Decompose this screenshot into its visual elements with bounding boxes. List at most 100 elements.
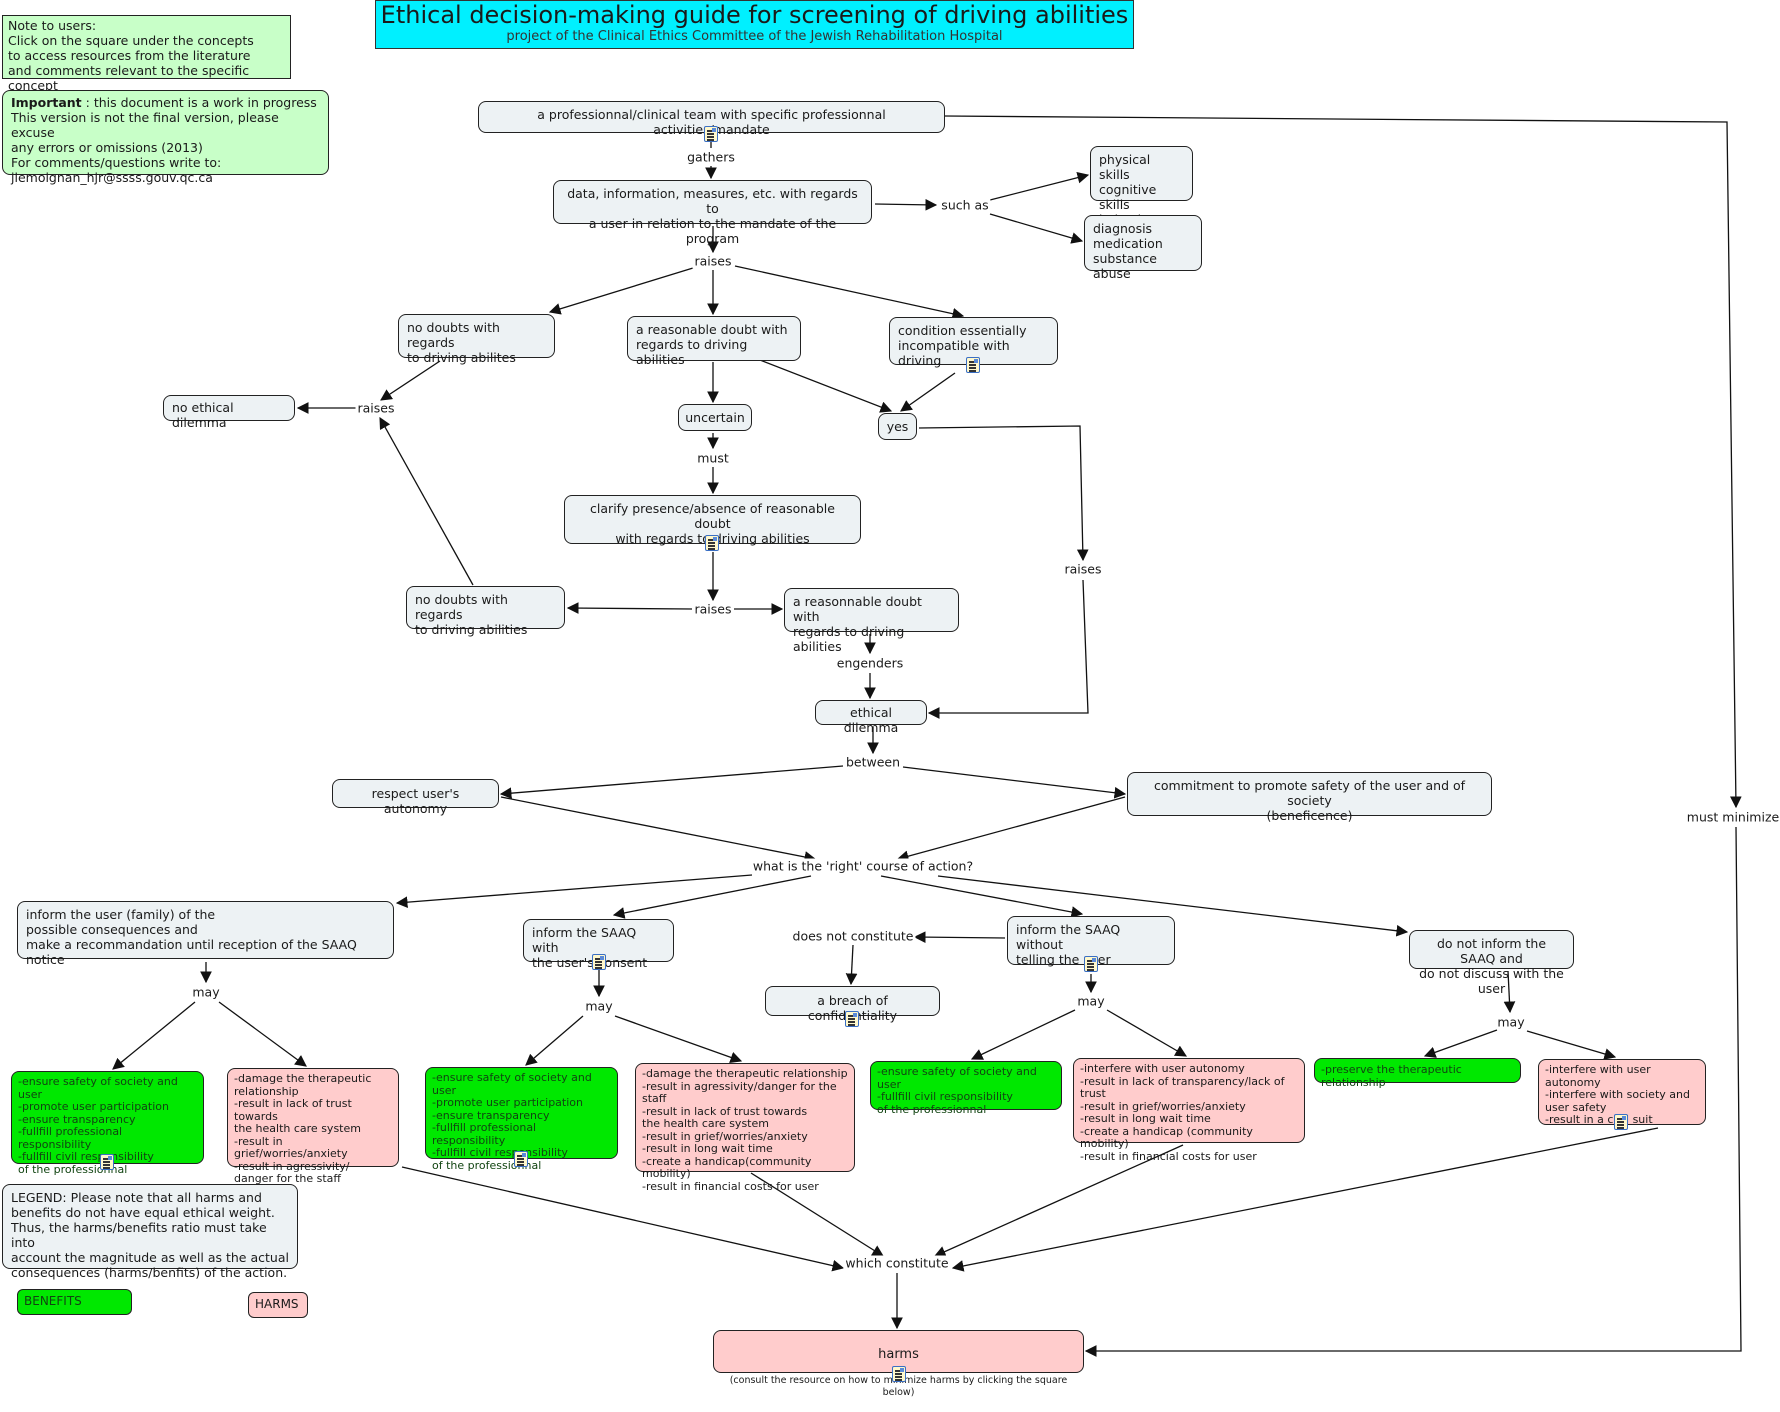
node-reasonable-doubt: a reasonable doubt with regards to drivi… — [627, 316, 801, 367]
harms-final-title: harms — [878, 1346, 919, 1362]
connector-line — [896, 796, 1126, 862]
connector-line — [734, 265, 965, 320]
connector-line — [1106, 1009, 1188, 1057]
connector-line — [880, 875, 1084, 918]
benefits-inform-consent: -ensure safety of society and user -prom… — [425, 1067, 618, 1171]
connector-line — [1084, 826, 1742, 1357]
connector-line — [989, 171, 1090, 201]
connector-line — [218, 1001, 307, 1067]
link-label-raises-4: raises — [1062, 561, 1104, 577]
link-label-such-as: such as — [939, 197, 991, 213]
link-label-engenders: engenders — [834, 655, 906, 671]
resource-icon-harms-final[interactable] — [892, 1366, 906, 1382]
connector-line — [918, 425, 1089, 562]
connector-line — [900, 372, 956, 412]
connector-line — [1423, 1029, 1498, 1058]
connector-line — [933, 1144, 1184, 1258]
page-subtitle: project of the Clinical Ethics Committee… — [506, 29, 1003, 44]
legend-note: LEGEND: Please note that all harms and b… — [2, 1184, 298, 1280]
harms-inform-family: -damage the therapeutic relationship -re… — [227, 1068, 399, 1185]
link-label-raises-3: raises — [692, 601, 734, 617]
link-label-may-3: may — [1075, 993, 1107, 1009]
connector-line — [937, 875, 1409, 937]
node-breach-confidentiality: a breach of confidentiality — [765, 986, 940, 1023]
link-label-gathers: gathers — [685, 149, 737, 165]
connector-line — [759, 359, 893, 413]
page-title-banner: Ethical decision-making guide for screen… — [375, 0, 1134, 49]
link-label-must: must — [695, 450, 731, 466]
page-title: Ethical decision-making guide for screen… — [380, 1, 1129, 29]
connector-line — [566, 602, 693, 614]
link-label-right-course: what is the 'right' course of action? — [750, 858, 976, 874]
connector-line — [989, 213, 1084, 244]
resource-icon-harms-donot[interactable] — [1614, 1114, 1628, 1130]
connector-line — [1503, 970, 1516, 1014]
connector-line — [1526, 1030, 1617, 1060]
connector-line — [750, 1172, 884, 1257]
connector-line — [401, 1166, 845, 1272]
resource-icon-breach[interactable] — [845, 1011, 859, 1027]
legend-harms: HARMS — [248, 1292, 308, 1318]
node-diagnosis: diagnosis medication substance abuse — [1084, 215, 1202, 281]
connector-line — [927, 579, 1089, 719]
node-commitment-beneficence: commitment to promote safety of the user… — [1127, 772, 1492, 823]
connector-line — [913, 931, 1006, 943]
node-no-ethical-dilemma: no ethical dilemma — [163, 395, 295, 430]
node-ethical-dilemma: ethical dilemma — [815, 700, 927, 735]
connector-line — [499, 765, 844, 799]
node-harms-final: harms (consult the resource on how to mi… — [713, 1330, 1084, 1398]
resource-icon-benefits-consent[interactable] — [514, 1151, 528, 1167]
resource-icon-clarify[interactable] — [705, 535, 719, 551]
important-label: Important — [11, 95, 82, 110]
resource-icon-condition[interactable] — [966, 357, 980, 373]
node-do-not-inform: do not inform the SAAQ and do not discus… — [1409, 930, 1574, 996]
legend-benefits: BENEFITS — [17, 1289, 132, 1315]
resource-icon-team[interactable] — [704, 126, 718, 142]
connector-line — [112, 1001, 196, 1070]
node-no-doubts-1: no doubts with regards to driving abilit… — [398, 314, 555, 365]
node-yes: yes — [878, 413, 917, 440]
harms-inform-without: -interfere with user autonomy -result in… — [1073, 1058, 1305, 1162]
link-label-may-4: may — [1495, 1014, 1527, 1030]
benefits-inform-family: -ensure safety of society and user -prom… — [11, 1071, 204, 1175]
benefits-inform-without: -ensure safety of society and user -full… — [870, 1061, 1062, 1115]
important-text: : this document is a work in progress Th… — [11, 95, 317, 185]
connector-line — [951, 1127, 1659, 1272]
link-label-must-minimize: must minimize — [1684, 809, 1780, 825]
connector-line — [379, 416, 474, 586]
node-data: data, information, measures, etc. with r… — [553, 180, 872, 246]
node-respect-autonomy: respect user's autonomy — [332, 779, 499, 816]
node-reasonnable-doubt-2: a reasonnable doubt with regards to driv… — [784, 588, 959, 654]
connector-line — [612, 875, 812, 919]
node-skills: physical skills cognitive skills behavio… — [1090, 146, 1193, 227]
connector-line — [380, 360, 441, 401]
benefits-do-not-inform: -preserve the therapeutic relationship — [1314, 1058, 1521, 1088]
link-label-which-constitute: which constitute — [843, 1255, 951, 1271]
connector-line — [902, 766, 1127, 799]
resource-icon-without[interactable] — [1084, 956, 1098, 972]
resource-icon-benefits-family[interactable] — [100, 1154, 114, 1170]
link-label-does-not-constitute: does not constitute — [790, 928, 916, 944]
link-label-raises-2: raises — [355, 400, 397, 416]
connector-line — [525, 1015, 584, 1066]
link-label-may-2: may — [583, 998, 615, 1014]
connector-line — [874, 198, 938, 211]
link-label-may-1: may — [190, 984, 222, 1000]
connector-line — [970, 1009, 1076, 1060]
note-to-users: Note to users: Click on the square under… — [2, 15, 291, 93]
connector-line — [614, 1015, 743, 1063]
connector-line — [500, 796, 817, 863]
connector-line — [845, 944, 858, 986]
connector-layer — [112, 115, 1742, 1357]
harms-inform-consent: -damage the therapeutic relationship -re… — [635, 1063, 855, 1192]
link-label-between: between — [843, 754, 903, 770]
node-inform-family: inform the user (family) of the possible… — [17, 901, 394, 967]
important-notice: Important : this document is a work in p… — [2, 90, 329, 185]
connector-line — [548, 267, 694, 315]
connector-line — [944, 115, 1742, 809]
resource-icon-consent[interactable] — [592, 954, 606, 970]
link-label-raises-1: raises — [692, 253, 734, 269]
node-no-doubts-2: no doubts with regards to driving abilit… — [406, 586, 565, 637]
node-uncertain: uncertain — [678, 404, 752, 431]
connector-line — [395, 874, 753, 909]
